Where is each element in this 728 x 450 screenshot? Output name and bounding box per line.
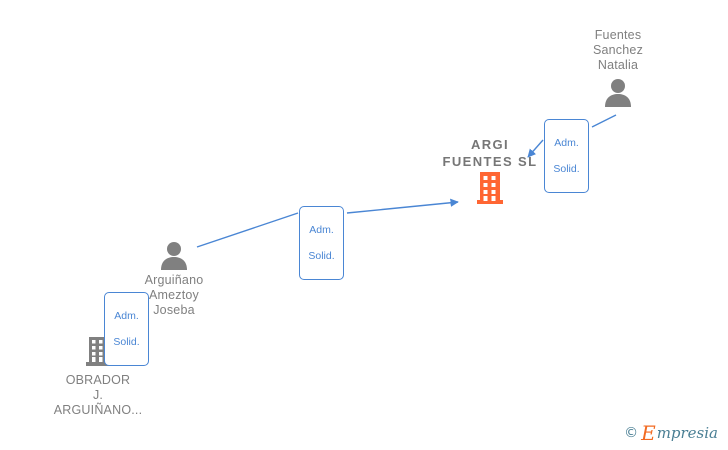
edge-badge-line-2: Solid. bbox=[113, 336, 140, 348]
edge-badge-line-1: Adm. bbox=[554, 137, 579, 149]
node-fuentes-sanchez-natalia[interactable]: Fuentes Sanchez Natalia bbox=[572, 28, 664, 107]
edge-badge-line-1: Adm. bbox=[114, 310, 139, 322]
node-label-arguinano-ameztoy-joseba: Arguiñano Ameztoy Joseba bbox=[144, 273, 204, 317]
edge-badge-joseba-obrador[interactable]: Adm. Solid. bbox=[104, 292, 149, 366]
edge-arrow-joseba-argi bbox=[346, 198, 459, 214]
node-obrador-j-arguinano[interactable]: OBRADOR J. ARGUIÑANO... bbox=[48, 336, 148, 418]
node-label-fuentes-sanchez-natalia: Fuentes Sanchez Natalia bbox=[592, 28, 644, 72]
person-icon[interactable] bbox=[572, 77, 664, 107]
company-building-icon[interactable] bbox=[420, 170, 560, 206]
edge-badge-natalia-argi[interactable]: Adm. Solid. bbox=[544, 119, 589, 193]
brand-initial: E bbox=[641, 421, 656, 445]
edge-badge-line-2: Solid. bbox=[553, 163, 580, 175]
brand-name: mpresia bbox=[656, 424, 718, 442]
edge-badge-line-2: Solid. bbox=[308, 250, 335, 262]
node-label-obrador-j-arguinano: OBRADOR J. ARGUIÑANO... bbox=[53, 373, 143, 417]
watermark-empresia: © E mpresia bbox=[624, 421, 718, 445]
node-argi-fuentes-sl[interactable]: ARGI FUENTES SL bbox=[420, 136, 560, 206]
node-label-argi-fuentes-sl: ARGI FUENTES SL bbox=[442, 137, 538, 169]
edge-line-natalia-argi bbox=[591, 114, 617, 128]
edge-badge-line-1: Adm. bbox=[309, 224, 334, 236]
copyright-symbol: © bbox=[624, 425, 639, 441]
edge-arrow-natalia-argi bbox=[527, 139, 544, 158]
edge-line-joseba-argi bbox=[196, 212, 299, 248]
company-building-icon[interactable] bbox=[48, 336, 148, 368]
edge-badge-joseba-argi[interactable]: Adm. Solid. bbox=[299, 206, 344, 280]
person-icon[interactable] bbox=[128, 240, 220, 270]
node-arguinano-ameztoy-joseba[interactable]: Arguiñano Ameztoy Joseba bbox=[128, 240, 220, 318]
